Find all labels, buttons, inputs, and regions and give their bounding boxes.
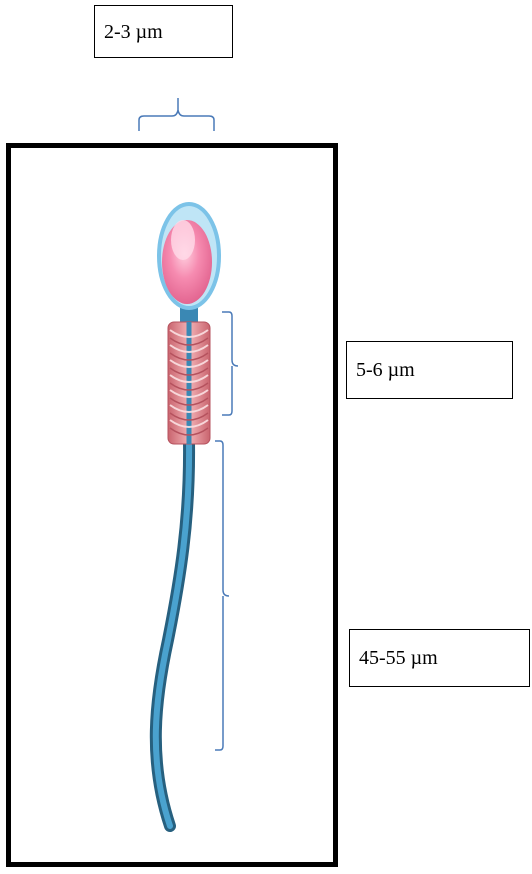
sperm-midpiece <box>168 322 210 444</box>
midpiece-bracket <box>222 312 238 415</box>
tail-length-text: 45-55 µm <box>359 648 438 668</box>
head-width-bracket <box>139 98 214 131</box>
midpiece-length-text: 5-6 µm <box>356 360 415 380</box>
tail-bracket <box>215 441 229 750</box>
sperm-tail <box>156 442 189 826</box>
sperm-head <box>159 204 219 308</box>
tail-length-label: 45-55 µm <box>349 629 530 687</box>
midpiece-length-label: 5-6 µm <box>346 341 513 399</box>
